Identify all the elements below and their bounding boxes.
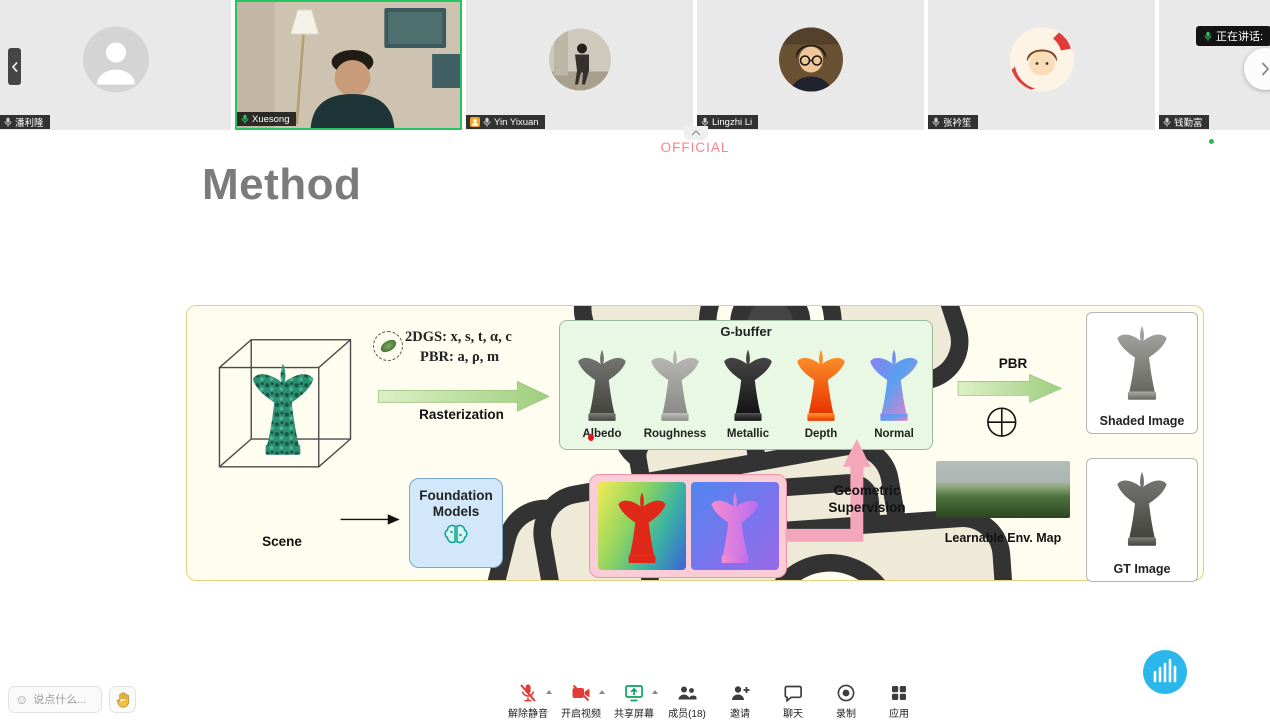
normal-image	[862, 341, 926, 426]
members-icon	[677, 682, 697, 703]
participant-name: Lingzhi Li	[712, 116, 753, 128]
albedo-image	[570, 341, 634, 426]
participant-name: Yin Yixuan	[494, 116, 539, 128]
participant-nametag: 钱勤富	[1159, 115, 1209, 129]
gbuffer-panel: G-buffer Albedo Roughness Metallic Depth…	[559, 320, 933, 450]
gbuffer-title: G-buffer	[720, 324, 772, 339]
normal-label: Normal	[874, 428, 914, 440]
chevron-right-icon	[1261, 62, 1270, 76]
record-icon	[836, 682, 856, 703]
method-diagram: Scene 2DGS: x, s, t, α, c PBR: a, ρ, m R…	[186, 305, 1204, 582]
participant-name: 张衿笙	[943, 118, 972, 129]
shaded-image-label: Shaded Image	[1099, 414, 1185, 428]
participant-nametag: Lingzhi Li	[697, 115, 759, 129]
predicted-depth-map	[598, 482, 686, 570]
participant-tile[interactable]: Yin Yixuan	[466, 0, 693, 130]
pbr-arrow	[957, 373, 1063, 403]
avatar	[778, 27, 844, 98]
unmute-button[interactable]: 解除静音	[506, 682, 552, 720]
meeting-toolbar: ☺ 解除静音	[0, 678, 1270, 723]
official-watermark: OFFICIAL	[660, 140, 730, 155]
scene-label: Scene	[262, 534, 302, 549]
mic-active-icon	[1204, 31, 1212, 42]
avatar	[82, 26, 149, 98]
collapse-strip-button[interactable]	[8, 48, 21, 85]
equation-2dgs: 2DGS: x, s, t, α, c	[405, 329, 512, 345]
toolbar-controls: 解除静音 开启视频	[506, 682, 921, 720]
chat-button[interactable]: 聊天	[771, 682, 815, 720]
equation-pbr: PBR: a, ρ, m	[420, 349, 500, 365]
record-button[interactable]: 录制	[824, 682, 868, 720]
roughness-image	[643, 341, 707, 426]
shaded-image-panel: Shaded Image	[1086, 312, 1198, 434]
env-map-label: Learnable Env. Map	[944, 531, 1062, 545]
hand-icon	[116, 692, 129, 708]
mic-icon	[483, 117, 491, 128]
emoji-icon: ☺	[15, 692, 29, 707]
foundation-models-box: Foundation Models	[409, 478, 503, 568]
participant-nametag: Yin Yixuan	[466, 115, 545, 129]
gt-image-panel: GT Image	[1086, 458, 1198, 582]
participant-tile[interactable]: 张衿笙	[928, 0, 1155, 130]
apps-grid-icon	[889, 682, 909, 703]
mic-icon	[932, 117, 940, 128]
chat-input-box[interactable]: ☺	[8, 686, 102, 713]
voice-notes-app-logo[interactable]	[1143, 650, 1187, 694]
invite-icon	[730, 682, 750, 703]
laser-pointer-dot	[588, 434, 594, 441]
speaking-indicator: 正在讲话:	[1196, 26, 1270, 46]
mic-icon	[4, 117, 12, 128]
participant-tile[interactable]: Lingzhi Li	[697, 0, 924, 130]
gaussian-splat-icon	[373, 331, 403, 361]
raise-hand-button[interactable]	[109, 686, 136, 713]
presentation-slide: OFFICIAL Method	[0, 126, 1270, 678]
participant-name: 潘利隆	[15, 118, 44, 129]
roughness-label: Roughness	[643, 428, 707, 440]
participant-tile-active-speaker[interactable]: Xuesong	[235, 0, 462, 130]
avatar	[548, 28, 612, 97]
members-button[interactable]: 成员(18)	[665, 682, 709, 720]
mic-icon	[1163, 117, 1171, 128]
chevron-up-icon	[691, 130, 701, 136]
pbr-label: PBR	[998, 356, 1028, 371]
filmstrip-toggle[interactable]	[684, 126, 708, 140]
microphone-muted-icon	[518, 682, 538, 703]
brain-icon	[444, 524, 468, 544]
video-filmstrip: 潘利隆 Xuesong	[0, 0, 1270, 130]
chat-input[interactable]	[31, 692, 98, 707]
share-screen-icon	[624, 682, 644, 703]
participant-nametag: Xuesong	[237, 112, 296, 126]
participant-name: 钱勤富	[1174, 118, 1203, 129]
depth-label: Depth	[804, 428, 838, 440]
metallic-label: Metallic	[726, 428, 770, 440]
albedo-label: Albedo	[582, 428, 622, 440]
oplus-symbol	[987, 407, 1017, 437]
participant-tile[interactable]: 潘利隆	[0, 0, 231, 130]
predicted-normal-map	[691, 482, 779, 570]
scene-statue	[245, 352, 321, 462]
geometric-supervision-label: Geometric Supervision	[828, 483, 906, 515]
camera-off-icon	[571, 682, 591, 703]
mic-active-icon	[241, 114, 249, 125]
status-dot	[1209, 139, 1214, 144]
depth-image	[789, 341, 853, 426]
rasterization-label: Rasterization	[419, 407, 504, 422]
participant-nametag: 张衿笙	[928, 115, 978, 129]
avatar	[1009, 27, 1075, 98]
foundation-outputs-panel	[589, 474, 787, 578]
apps-button[interactable]: 应用	[877, 682, 921, 720]
learnable-env-map-image	[936, 461, 1070, 518]
share-screen-button[interactable]: 共享屏幕	[612, 682, 658, 720]
chevron-left-icon	[11, 61, 18, 72]
participant-nametag: 潘利隆	[0, 115, 50, 129]
webcam-video	[237, 2, 460, 128]
chat-bubble-icon	[783, 682, 803, 703]
gt-image-label: GT Image	[1113, 562, 1171, 576]
presenter-badge	[470, 117, 480, 127]
slide-title: Method	[202, 160, 362, 209]
start-video-button[interactable]: 开启视频	[559, 682, 605, 720]
metallic-image	[716, 341, 780, 426]
invite-button[interactable]: 邀请	[718, 682, 762, 720]
participant-name: Xuesong	[252, 113, 290, 125]
